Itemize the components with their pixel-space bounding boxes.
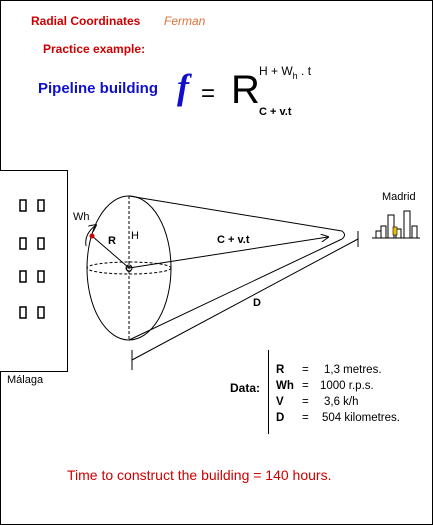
window (37, 306, 45, 319)
malaga-building (0, 170, 68, 372)
formula-exponent-top: H + Wh . t (259, 64, 312, 81)
madrid-highlight (392, 226, 398, 236)
data-row: Wh=1000 r.p.s. (276, 380, 374, 392)
rotation-arc (85, 225, 96, 247)
data-row: R=1,3 metres. (276, 364, 382, 376)
formula-exp-sub: h (292, 71, 298, 81)
origin-city-label: Málaga (7, 374, 44, 386)
author-name: Ferman (164, 14, 206, 28)
data-value: 3,6 k/h (324, 396, 359, 408)
data-key: R (276, 364, 285, 376)
data-row: V=3,6 k/h (276, 396, 359, 408)
cone-axis-arrow (128, 237, 328, 269)
formula-symbol: f (177, 67, 189, 107)
window (19, 237, 27, 250)
window (19, 306, 27, 319)
label-cone-length: C + v.t (217, 234, 250, 246)
cone-top-edge (128, 195, 343, 232)
window (37, 199, 45, 212)
distance-line (131, 238, 359, 361)
label-wh: Wh (73, 211, 90, 223)
rotation-marker (89, 233, 95, 239)
center-marker (125, 264, 133, 272)
cone-bottom-edge (128, 238, 343, 341)
cone-apex (341, 230, 345, 240)
subtitle: Practice example: (43, 42, 146, 56)
data-key: D (276, 412, 285, 424)
formula-exponent-bottom: C + v.t (259, 106, 292, 118)
data-value: 1,3 metres. (324, 364, 382, 376)
data-row: D=504 kilometres. (276, 412, 400, 424)
window (19, 270, 27, 283)
radius-line (91, 235, 130, 269)
formula-exp-post: . t (297, 64, 312, 78)
data-key: V (276, 396, 284, 408)
label-r: R (108, 235, 116, 247)
page-title: Radial Coordinates (31, 14, 141, 28)
building-windows (19, 199, 45, 319)
window (37, 270, 45, 283)
window (19, 199, 27, 212)
disc-equator (86, 261, 172, 275)
data-bracket (268, 350, 269, 434)
formula-equals: = (201, 80, 216, 107)
label-h: H (131, 230, 139, 242)
problem-title: Pipeline building (38, 80, 158, 97)
result-text: Time to construct the building = 140 hou… (67, 467, 332, 483)
formula-base: R (231, 68, 260, 112)
data-value: 504 kilometres. (322, 412, 400, 424)
data-value: 1000 r.p.s. (320, 380, 374, 392)
data-list: R=1,3 metres. Wh=1000 r.p.s. V=3,6 k/h D… (276, 362, 400, 426)
label-c: C (126, 265, 132, 274)
data-key: Wh (276, 380, 294, 392)
data-label: Data: (230, 381, 261, 395)
formula-exp-pre: H + W (259, 64, 293, 78)
label-distance: D (253, 297, 261, 309)
window (37, 237, 45, 250)
destination-city-label: Madrid (382, 191, 416, 203)
